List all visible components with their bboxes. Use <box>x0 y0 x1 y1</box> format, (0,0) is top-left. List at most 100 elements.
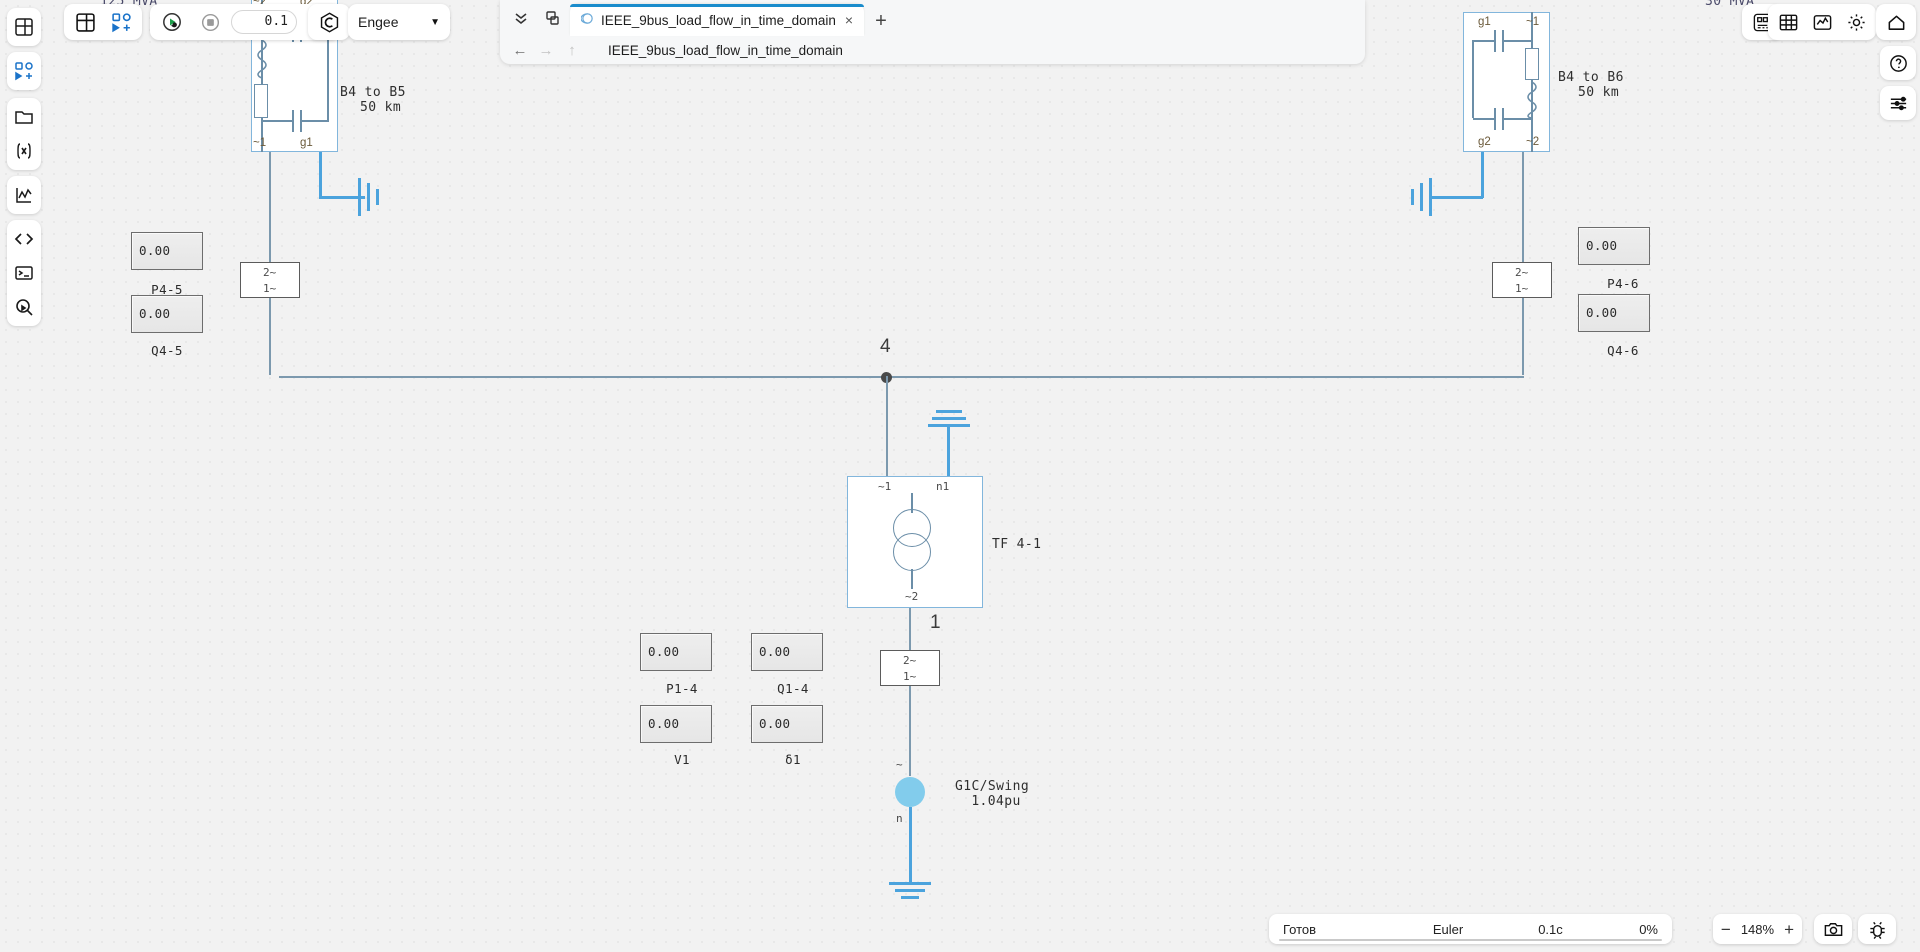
code-icon[interactable] <box>7 222 41 256</box>
line6-right-rail <box>1531 12 1533 152</box>
bus-4-label: 4 <box>880 336 891 357</box>
status-solver: Euler <box>1432 921 1464 937</box>
address-text[interactable]: IEEE_9bus_load_flow_in_time_domain <box>608 42 843 58</box>
terminal-icon[interactable] <box>7 256 41 290</box>
new-tab-button[interactable]: + <box>875 10 887 32</box>
zoom-out-button[interactable]: − <box>1720 919 1731 939</box>
disp-q1-4[interactable]: 0.00 <box>751 633 823 671</box>
blocks-icon[interactable] <box>68 5 102 39</box>
line6-seg-1 <box>1473 40 1494 42</box>
engee-dropdown[interactable]: Engee ▼ <box>348 4 450 40</box>
toolbar-group-logo[interactable] <box>308 4 350 40</box>
help-button[interactable] <box>1880 46 1916 80</box>
generator-g1c[interactable] <box>895 777 925 807</box>
nav-forward-icon[interactable]: → <box>538 41 554 59</box>
stop-icon[interactable] <box>193 5 227 39</box>
bus-4-line[interactable] <box>279 376 1524 378</box>
ground-icon-right <box>1398 178 1438 216</box>
ground-icon-left <box>352 178 392 216</box>
wire-bus1-to-gen <box>909 686 911 776</box>
screenshot-button[interactable] <box>1814 914 1852 944</box>
cap-plate-d2 <box>1502 108 1504 130</box>
disp-p4-5[interactable]: 0.00 <box>131 232 203 270</box>
left-sidebar-group-1[interactable] <box>7 8 41 46</box>
wire-tf-neutral <box>947 424 950 478</box>
zoom-level-label: 148% <box>1740 921 1775 937</box>
left-sidebar-group-2[interactable] <box>7 52 41 90</box>
nav-up-icon[interactable]: ↑ <box>568 41 576 59</box>
cap-plate-c1 <box>1494 30 1496 52</box>
sensor-4-5-block[interactable]: 2~ 1~ <box>240 262 300 298</box>
blocks-library-icon[interactable] <box>7 10 41 44</box>
disp-v1[interactable]: 0.00 <box>640 705 712 743</box>
gnd-wire-right-v <box>1481 152 1484 198</box>
sensor-4-6-port-bottom: 1~ <box>1515 282 1529 295</box>
transformer-block[interactable]: ~1 n1 ~2 <box>847 476 983 608</box>
tab-list-icon[interactable] <box>506 3 536 33</box>
line-seg-3 <box>262 120 292 122</box>
step-size-input[interactable]: 0.1 <box>231 10 297 34</box>
disp-p4-6-caption: P4-6 <box>1607 276 1639 291</box>
toolbar-right-group[interactable] <box>1768 4 1876 40</box>
sensor-4-6-block[interactable]: 2~ 1~ <box>1492 262 1552 298</box>
address-row[interactable]: ← → ↑ IEEE_9bus_load_flow_in_time_domain <box>500 36 1365 64</box>
search-icon[interactable] <box>7 290 41 324</box>
home-icon[interactable] <box>1879 5 1913 39</box>
disp-q1-4-caption: Q1-4 <box>777 681 809 696</box>
disp-delta1[interactable]: 0.00 <box>751 705 823 743</box>
folder-icon[interactable] <box>7 100 41 134</box>
toolbar-home[interactable] <box>1876 4 1916 40</box>
disp-q4-5[interactable]: 0.00 <box>131 295 203 333</box>
tab-search-icon[interactable] <box>538 3 568 33</box>
left-sidebar-group-4[interactable] <box>7 176 41 214</box>
disp-v1-value: 0.00 <box>648 716 680 731</box>
left-sidebar-group-3[interactable] <box>7 98 41 170</box>
line-b4-b6-body[interactable] <box>1463 12 1550 152</box>
wire-gen-to-gnd <box>909 807 912 884</box>
gnd-wire-left-h <box>319 196 365 199</box>
debug-button[interactable] <box>1858 914 1896 944</box>
line-left-rail <box>261 0 263 152</box>
add-block-icon[interactable] <box>7 54 41 88</box>
status-progress-bar <box>1279 939 1662 941</box>
engee-logo-icon[interactable] <box>312 5 346 39</box>
sensor-1-4-block[interactable]: 2~ 1~ <box>880 650 940 686</box>
tab-favicon-icon <box>580 12 594 28</box>
left-sidebar-group-5[interactable] <box>7 220 41 326</box>
disp-p4-5-value: 0.00 <box>139 243 171 258</box>
line-seg-4 <box>302 120 328 122</box>
chevron-down-icon[interactable]: ▼ <box>430 16 440 28</box>
zoom-in-button[interactable]: + <box>1784 919 1794 939</box>
zoom-control[interactable]: − 148% + <box>1712 914 1802 944</box>
variables-icon[interactable] <box>7 134 41 168</box>
sliders-button[interactable] <box>1880 86 1916 120</box>
disp-p1-4[interactable]: 0.00 <box>640 633 712 671</box>
ground-icon-gen <box>889 882 931 906</box>
tab-strip[interactable]: IEEE_9bus_load_flow_in_time_domain × + <box>500 0 1365 36</box>
nav-back-icon[interactable]: ← <box>512 41 528 59</box>
disp-q4-6[interactable]: 0.00 <box>1578 294 1650 332</box>
resistor-icon <box>254 84 268 118</box>
disp-p4-6[interactable]: 0.00 <box>1578 227 1650 265</box>
right-sidebar[interactable] <box>1880 46 1916 120</box>
disp-p4-6-value: 0.00 <box>1586 238 1618 253</box>
disp-q4-5-caption: Q4-5 <box>151 343 183 358</box>
browser-panel[interactable]: IEEE_9bus_load_flow_in_time_domain × + ←… <box>500 0 1365 64</box>
toolbar-group-blocks[interactable] <box>64 4 142 40</box>
add-block-icon[interactable] <box>104 5 138 39</box>
disp-q4-6-caption: Q4-6 <box>1607 343 1639 358</box>
run-icon[interactable] <box>155 5 189 39</box>
cap-plate-b2 <box>300 110 302 132</box>
tab-ieee-9bus[interactable]: IEEE_9bus_load_flow_in_time_domain × <box>570 4 865 36</box>
tab-close-icon[interactable]: × <box>844 12 854 28</box>
line-right-rail <box>327 30 329 122</box>
port-g1-left: g1 <box>300 137 313 149</box>
gear-icon[interactable] <box>1839 5 1873 39</box>
left-sidebar[interactable] <box>4 4 44 948</box>
signal-chart-icon[interactable] <box>1805 5 1839 39</box>
table-icon[interactable] <box>1771 5 1805 39</box>
plot-icon[interactable] <box>7 178 41 212</box>
